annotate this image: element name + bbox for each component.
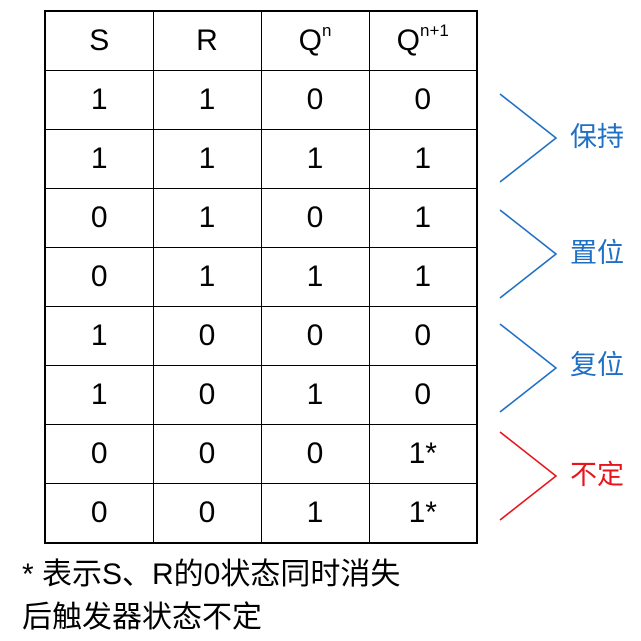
cell-qn1: 0	[368, 306, 478, 366]
cell-s: 1	[44, 365, 154, 425]
header-qn1: Qn+1	[368, 10, 478, 71]
footnote-line-1: * 表示S、R的0状态同时消失	[22, 558, 401, 591]
cell-qn: 1	[260, 247, 370, 307]
cell-r: 1	[152, 188, 262, 248]
header-qn-base: Q	[298, 24, 322, 57]
cell-qn1: 1*	[368, 424, 478, 484]
bracket-hold	[499, 93, 558, 183]
cell-r: 0	[152, 365, 262, 425]
cell-qn: 0	[260, 188, 370, 248]
bracket-set	[499, 209, 558, 299]
cell-qn1: 1*	[368, 483, 478, 544]
table-header-row: S R Qn Qn+1	[44, 10, 478, 71]
group-label-set: 置位	[570, 238, 624, 268]
header-qn1-base: Q	[396, 24, 420, 57]
cell-r: 0	[152, 483, 262, 544]
cell-qn: 0	[260, 306, 370, 366]
table-row: 1 1 1 1	[44, 129, 478, 189]
footnote-line-2: 后触发器状态不定	[22, 601, 262, 634]
cell-s: 0	[44, 188, 154, 248]
bracket-hold-line	[499, 93, 558, 183]
cell-qn: 1	[260, 483, 370, 544]
group-label-reset: 复位	[570, 350, 624, 380]
header-qn1-sup: n+1	[420, 21, 449, 40]
table-row: 1 0 1 0	[44, 365, 478, 425]
cell-s: 0	[44, 424, 154, 484]
table-row: 0 1 0 1	[44, 188, 478, 248]
cell-qn1: 1	[368, 129, 478, 189]
cell-qn1: 0	[368, 70, 478, 130]
table-row: 0 1 1 1	[44, 247, 478, 307]
cell-qn: 0	[260, 70, 370, 130]
cell-qn: 0	[260, 424, 370, 484]
table-row: 0 0 1 1*	[44, 483, 478, 544]
cell-r: 0	[152, 424, 262, 484]
header-qn: Qn	[260, 10, 370, 71]
bracket-undefined	[499, 431, 558, 521]
table-row: 1 0 0 0	[44, 306, 478, 366]
cell-r: 1	[152, 129, 262, 189]
header-s: S	[44, 10, 154, 71]
header-qn-sup: n	[321, 21, 332, 40]
cell-qn1: 0	[368, 365, 478, 425]
truth-table: S R Qn Qn+1 1 1 0 0 1 1 1 1 0 1 0 1 0 1 …	[44, 10, 478, 544]
header-r: R	[152, 10, 262, 71]
group-label-undefined: 不定	[570, 460, 624, 490]
table-row: 1 1 0 0	[44, 70, 478, 130]
cell-r: 0	[152, 306, 262, 366]
cell-s: 0	[44, 247, 154, 307]
cell-qn: 1	[260, 129, 370, 189]
bracket-reset	[499, 323, 558, 413]
cell-qn: 1	[260, 365, 370, 425]
cell-r: 1	[152, 247, 262, 307]
group-label-hold: 保持	[570, 122, 624, 152]
bracket-set-line	[499, 209, 558, 299]
cell-r: 1	[152, 70, 262, 130]
cell-s: 1	[44, 306, 154, 366]
table-row: 0 0 0 1*	[44, 424, 478, 484]
cell-qn1: 1	[368, 247, 478, 307]
cell-qn1: 1	[368, 188, 478, 248]
bracket-undefined-line	[499, 431, 558, 521]
bracket-reset-line	[499, 323, 558, 413]
cell-s: 0	[44, 483, 154, 544]
cell-s: 1	[44, 70, 154, 130]
cell-s: 1	[44, 129, 154, 189]
